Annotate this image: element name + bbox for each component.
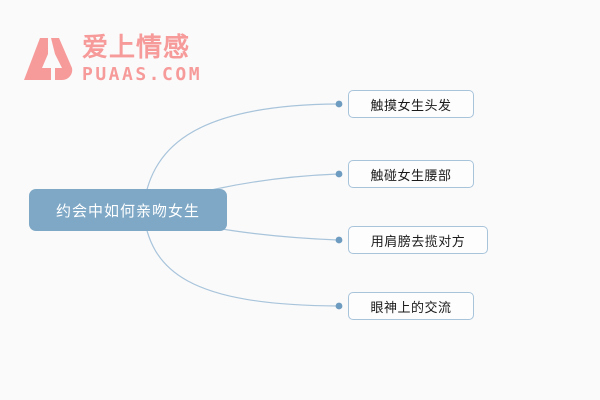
logo-brand-cn: 爱上情感 [82,32,191,63]
connector-dot-1 [335,100,343,108]
puaas-logo-icon [24,38,73,81]
mindmap-root-label: 约会中如何亲吻女生 [55,201,200,220]
mindmap-branch-label-1: 触摸女生头发 [370,98,452,114]
mindmap-root-node[interactable]: 约会中如何亲吻女生 [29,189,227,231]
mindmap-branch-node-1[interactable]: 触摸女生头发 [348,90,474,118]
mindmap-branch-node-3[interactable]: 用肩膀去揽对方 [348,226,488,254]
puaas-watermark: 爱上情感 PUAAS.COM [22,34,202,84]
logo-text-block: 爱上情感 PUAAS.COM [82,35,202,84]
mindmap-branch-node-4[interactable]: 眼神上的交流 [348,292,474,320]
mindmap-branch-node-2[interactable]: 触碰女生腰部 [348,160,474,188]
connector-branch-4 [142,209,339,307]
mindmap-branch-label-2: 触碰女生腰部 [370,168,452,184]
connector-branch-1 [142,103,339,211]
mindmap-branch-label-3: 用肩膀去揽对方 [370,234,466,250]
connector-dot-4 [335,302,343,310]
connector-dot-2 [335,170,343,178]
mindmap-branch-label-4: 眼神上的交流 [370,300,452,316]
logo-url: PUAAS.COM [82,63,203,85]
connector-dot-3 [335,236,343,244]
